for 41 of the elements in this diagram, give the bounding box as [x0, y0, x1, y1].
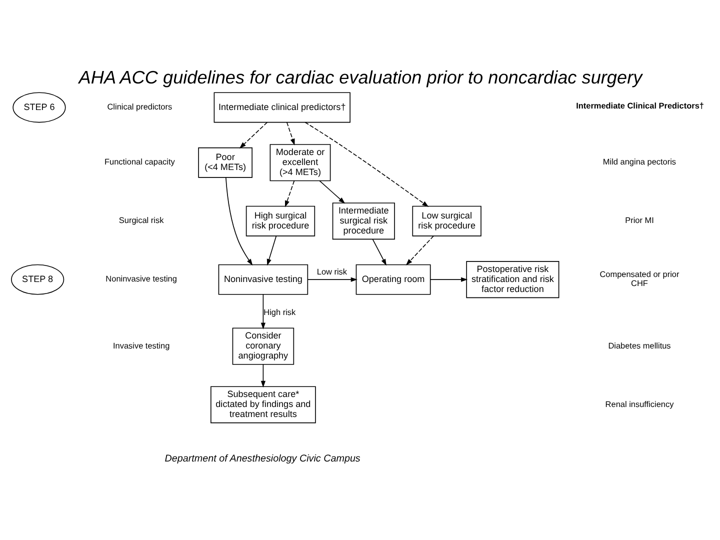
arrow	[319, 180, 346, 204]
label: Intermediate Clinical Predictors†	[576, 101, 704, 110]
label: Department of Anesthesiology Civic Campus	[164, 453, 360, 464]
node-box: Low surgical risk procedure	[412, 205, 482, 236]
label: Compensated or prior CHF	[600, 270, 680, 288]
arrow	[406, 235, 434, 265]
label: Invasive testing	[113, 340, 170, 350]
arrow	[266, 235, 277, 266]
arrow	[285, 180, 295, 207]
arrow	[308, 276, 358, 282]
arrow	[225, 176, 253, 266]
arrow	[430, 276, 468, 282]
label: Mild angina pectoris	[602, 157, 676, 166]
label: Functional capacity	[104, 157, 175, 166]
diagram-title: AHA ACC guidelines for cardiac evaluation prior to noncardiac surgery	[78, 66, 642, 87]
node-box: Postoperative risk stratification and risk factor reduction	[466, 260, 560, 298]
node-box: Moderate or excellent (>4 METs)	[270, 144, 331, 181]
arrow	[260, 364, 266, 387]
edge-label: High risk	[264, 307, 296, 316]
node-ellipse: STEP 6	[12, 92, 66, 122]
node-box: Operating room	[356, 264, 431, 294]
node-box: Consider coronary angiography	[232, 327, 294, 364]
label: Clinical predictors	[107, 102, 172, 112]
node-box: Noninvasive testing	[218, 264, 308, 294]
node-box: High surgical risk procedure	[246, 205, 316, 236]
arrow	[239, 121, 268, 148]
node-box: Intermediate surgical risk procedure	[332, 202, 395, 240]
arrow	[286, 121, 295, 145]
node-box: Intermediate clinical predictors†	[214, 92, 350, 122]
edge-label: Low risk	[316, 267, 348, 276]
arrow	[304, 121, 429, 206]
label: Surgical risk	[118, 216, 164, 225]
arrow	[260, 294, 266, 329]
node-box: Poor (<4 METs)	[198, 146, 252, 178]
label: Renal insufficiency	[605, 399, 674, 408]
label: Noninvasive testing	[106, 274, 177, 284]
label: Prior MI	[625, 216, 654, 225]
node-ellipse: STEP 8	[11, 264, 64, 294]
arrow	[372, 238, 386, 266]
label: Diabetes mellitus	[608, 340, 671, 350]
node-box: Subsequent care* dictated by findings and treatment results	[210, 386, 316, 423]
